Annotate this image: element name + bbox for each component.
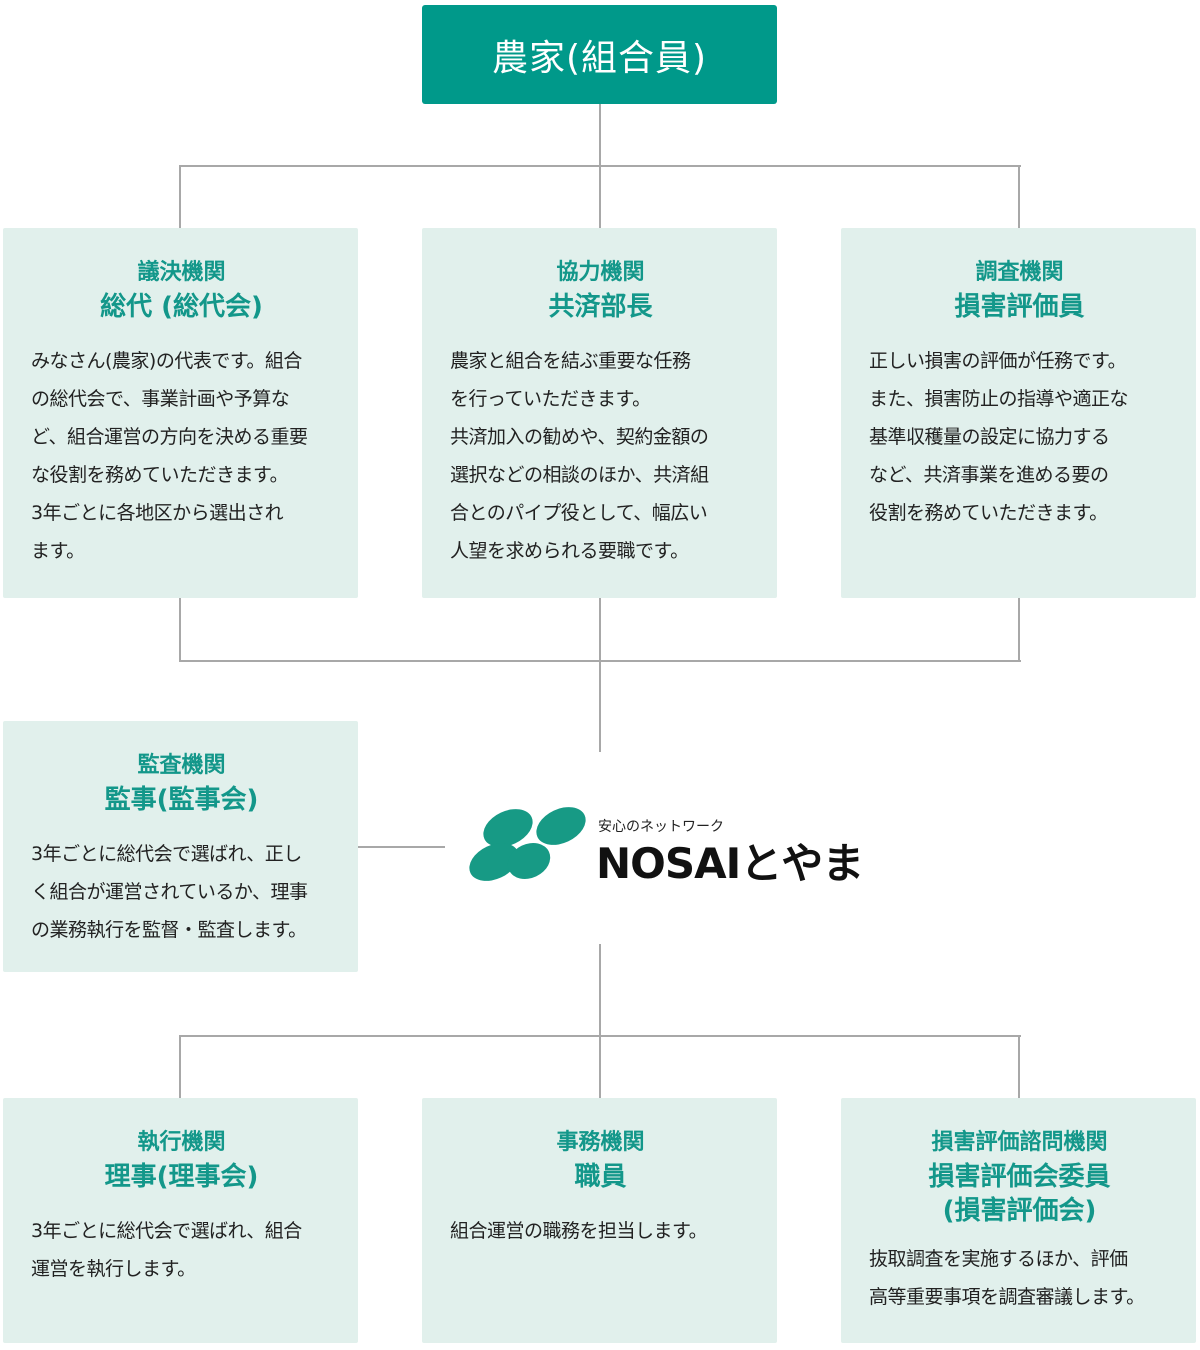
connector: [599, 598, 601, 752]
card-name: 理事(理事会): [104, 1162, 259, 1192]
card-name: 共済部長: [548, 292, 653, 322]
card-body: 3年ごとに総代会で選ばれ、正し く組合が運営されているか、理事 の業務執行を監督…: [31, 843, 308, 941]
card-staff: 事務機関 職員 組合運営の職務を担当します。: [422, 1098, 777, 1343]
card-body: 農家と組合を結ぶ重要な任務 を行っていただきます。 共済加入の勧めや、契約金額の…: [450, 350, 709, 562]
card-category: 事務機関: [556, 1130, 645, 1155]
connector: [179, 660, 1021, 662]
connector: [1018, 165, 1020, 228]
card-category: 協力機関: [556, 260, 645, 285]
card-body: みなさん(農家)の代表です。組合 の総代会で、事業計画や予算な ど、組合運営の方…: [31, 350, 308, 562]
logo-name: NOSAIとやま: [596, 839, 864, 888]
connector: [179, 598, 181, 662]
logo-mark-icon: [469, 807, 586, 881]
card-name: 損害評価会委員 (損害評価会): [928, 1162, 1111, 1226]
logo-tagline: 安心のネットワーク: [598, 819, 724, 835]
connector: [599, 165, 601, 228]
connector: [599, 104, 601, 166]
connector: [599, 944, 601, 1036]
card-section-chief: 協力機関 共済部長 農家と組合を結ぶ重要な任務 を行っていただきます。 共済加入…: [422, 228, 777, 598]
connector: [179, 165, 181, 228]
card-name: 損害評価員: [954, 292, 1085, 322]
card-damage-committee: 損害評価諮問機関 損害評価会委員 (損害評価会) 抜取調査を実施するほか、評価 …: [841, 1098, 1196, 1343]
card-name: 総代 (総代会): [100, 292, 263, 322]
card-category: 調査機関: [975, 260, 1064, 285]
card-body: 3年ごとに総代会で選ばれ、組合 運営を執行します。: [31, 1220, 302, 1280]
card-auditor: 監査機関 監事(監事会) 3年ごとに総代会で選ばれ、正し く組合が運営されている…: [3, 721, 358, 972]
connector: [599, 1035, 601, 1098]
card-body: 正しい損害の評価が任務です。 また、損害防止の指導や適正な 基準収穫量の設定に協…: [869, 350, 1129, 524]
card-name: 監事(監事会): [104, 785, 259, 815]
card-category: 執行機関: [137, 1130, 226, 1155]
nosai-toyama-logo: 安心のネットワーク NOSAIとやま: [468, 800, 878, 890]
farmers-box: 農家(組合員): [422, 5, 777, 104]
card-assessor: 調査機関 損害評価員 正しい損害の評価が任務です。 また、損害防止の指導や適正な…: [841, 228, 1196, 598]
card-category: 議決機関: [137, 260, 226, 285]
connector: [1018, 598, 1020, 662]
connector: [179, 1035, 181, 1098]
connector: [1018, 1035, 1020, 1098]
card-category: 損害評価諮問機関: [931, 1130, 1108, 1155]
farmers-title: 農家(組合員): [491, 37, 708, 79]
connector: [358, 846, 445, 848]
card-name: 職員: [574, 1162, 627, 1192]
card-body: 抜取調査を実施するほか、評価 高等重要事項を調査審議します。: [869, 1248, 1145, 1308]
card-council: 議決機関 総代 (総代会) みなさん(農家)の代表です。組合 の総代会で、事業計…: [3, 228, 358, 598]
card-directors: 執行機関 理事(理事会) 3年ごとに総代会で選ばれ、組合 運営を執行します。: [3, 1098, 358, 1343]
card-body: 組合運営の職務を担当します。: [450, 1220, 708, 1242]
card-category: 監査機関: [137, 753, 226, 778]
